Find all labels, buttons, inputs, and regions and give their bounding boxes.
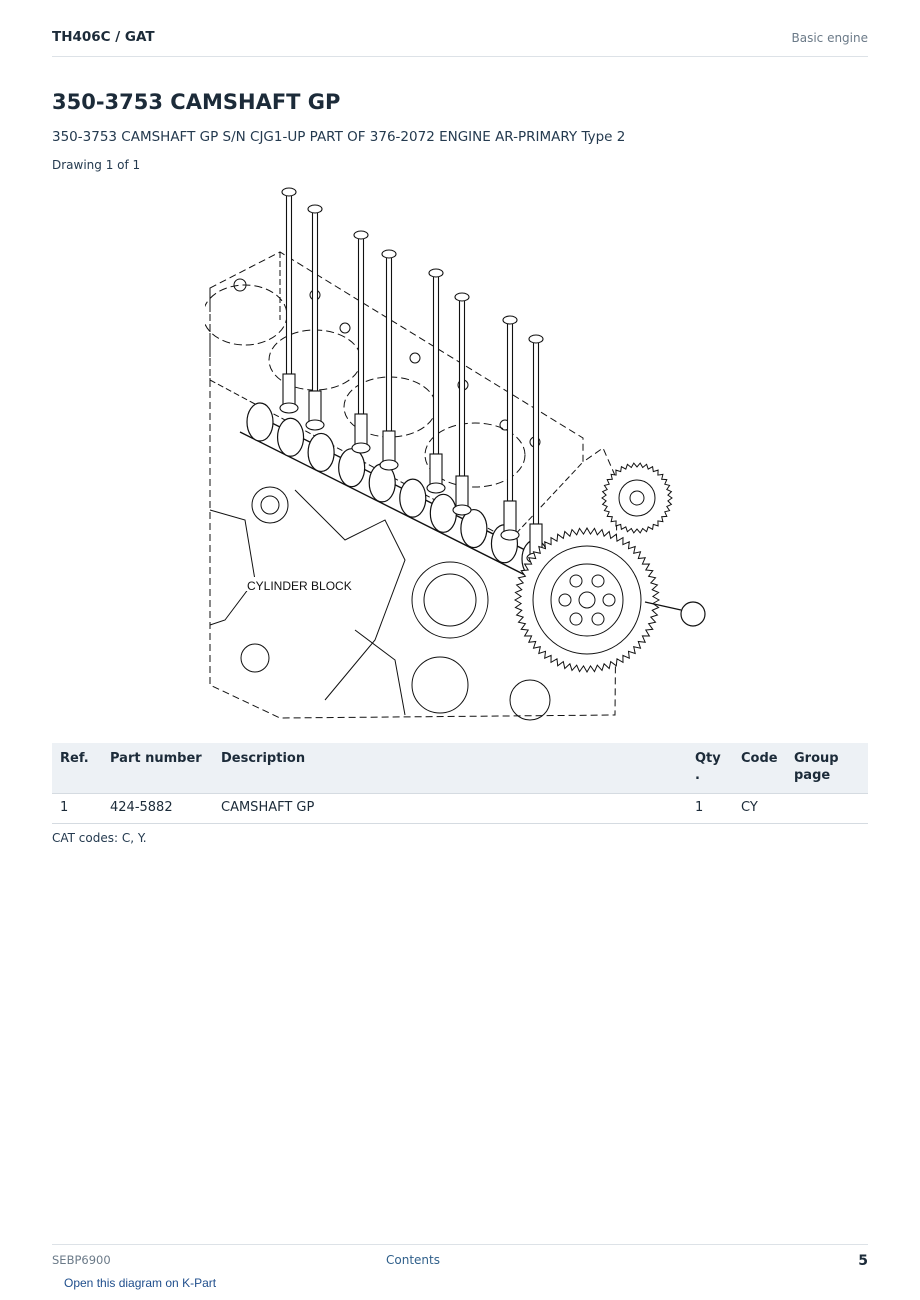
cell-code: CY [733, 793, 786, 824]
block-outline [209, 251, 618, 719]
bore-4 [424, 422, 526, 488]
front-bore [411, 561, 489, 639]
push-rod [311, 210, 319, 392]
table-row: 1 424-5882 CAMSHAFT GP 1 CY [52, 793, 868, 824]
page-title: 350-3753 CAMSHAFT GP [52, 90, 341, 114]
table-header-row: Ref. Part number Description Qty . Code … [52, 743, 868, 794]
lifter-base [351, 442, 371, 454]
push-rod-tip [454, 292, 470, 302]
push-rod-tip [428, 268, 444, 278]
drawing-counter: Drawing 1 of 1 [52, 158, 141, 172]
cam-lobe [276, 417, 305, 457]
lower-boss [509, 679, 551, 721]
gear-bolt [591, 574, 605, 588]
gear-bolt [569, 574, 583, 588]
kpart-link[interactable]: Open this diagram on K-Part [64, 1276, 217, 1290]
deck-hole [339, 322, 351, 334]
callout-leader [644, 601, 682, 611]
lifter-base [379, 459, 399, 471]
push-rod [432, 274, 440, 455]
cam-lobe [246, 402, 274, 442]
lower-boss [411, 656, 469, 714]
page-footer: SEBP6900 Contents 5 [52, 1244, 868, 1275]
contents-link[interactable]: Contents [386, 1253, 440, 1267]
deck-hole [409, 352, 421, 364]
gear-bolt [569, 612, 583, 626]
block-side-lines [209, 489, 406, 716]
push-rod-tip [528, 334, 544, 344]
col-group-line2: page [794, 768, 831, 783]
lifter-base [279, 402, 299, 414]
cell-ref: 1 [52, 793, 102, 824]
cell-group-page [786, 793, 868, 824]
col-qty: Qty . [687, 743, 733, 794]
cam-lobe [429, 493, 457, 533]
col-description: Description [213, 743, 687, 794]
col-code: Code [733, 743, 786, 794]
page-subtitle: 350-3753 CAMSHAFT GP S/N CJG1-UP PART OF… [52, 129, 626, 145]
push-rod [532, 340, 540, 525]
gear-bolt [558, 593, 572, 607]
push-rod [506, 321, 514, 502]
cell-description: CAMSHAFT GP [213, 793, 687, 824]
document-id: SEBP6900 [52, 1253, 111, 1267]
col-group-line1: Group [794, 751, 839, 766]
oil-filter-boss [251, 486, 289, 524]
col-ref: Ref. [52, 743, 102, 794]
page-number: 5 [858, 1253, 868, 1269]
cam-lobe [338, 448, 366, 488]
page-header: TH406C / GAT Basic engine [52, 28, 868, 57]
cam-lobe [460, 508, 488, 549]
lifter-base [500, 529, 520, 541]
push-rod [285, 193, 293, 375]
front-bore-inner [423, 573, 477, 627]
cam-lobe [399, 478, 427, 518]
cat-codes-note: CAT codes: C, Y. [52, 831, 147, 845]
push-rod-tip [502, 315, 518, 325]
lower-boss [240, 643, 270, 673]
parts-table: Ref. Part number Description Qty . Code … [52, 743, 868, 824]
gear-center [578, 591, 596, 609]
push-rod [357, 236, 365, 415]
cylinder-block-label: CYLINDER BLOCK [247, 579, 352, 593]
section-name: Basic engine [791, 31, 868, 45]
lifter-base [426, 482, 446, 494]
push-rod-tip [381, 249, 397, 259]
drawing-canvas: CYLINDER BLOCK [205, 187, 706, 721]
model-breadcrumb: TH406C / GAT [52, 29, 155, 45]
col-qty-line2: . [695, 768, 700, 783]
bore-1 [205, 284, 288, 346]
deck-hole [233, 278, 247, 292]
block-deck [209, 252, 584, 541]
lifter-base [305, 419, 325, 431]
camshaft-drawing: CYLINDER BLOCK [205, 180, 715, 725]
col-group-page: Group page [786, 743, 868, 794]
label-backdrop [245, 577, 353, 591]
push-rod-tip [281, 187, 297, 197]
cell-part-number: 424-5882 [102, 793, 213, 824]
oil-filter-boss-inner [260, 495, 280, 515]
callout-bubble [680, 601, 706, 627]
lifter-base [452, 504, 472, 516]
col-qty-line1: Qty [695, 751, 721, 766]
cell-qty: 1 [687, 793, 733, 824]
push-rod-tip [353, 230, 369, 240]
col-part-number: Part number [102, 743, 213, 794]
gear-bolt [602, 593, 616, 607]
push-rod-tip [307, 204, 323, 214]
push-rod [385, 255, 393, 432]
push-rod [458, 298, 466, 477]
gear-bolt [591, 612, 605, 626]
idler-gear-bolt [629, 490, 645, 506]
cam-lobe [307, 432, 335, 473]
